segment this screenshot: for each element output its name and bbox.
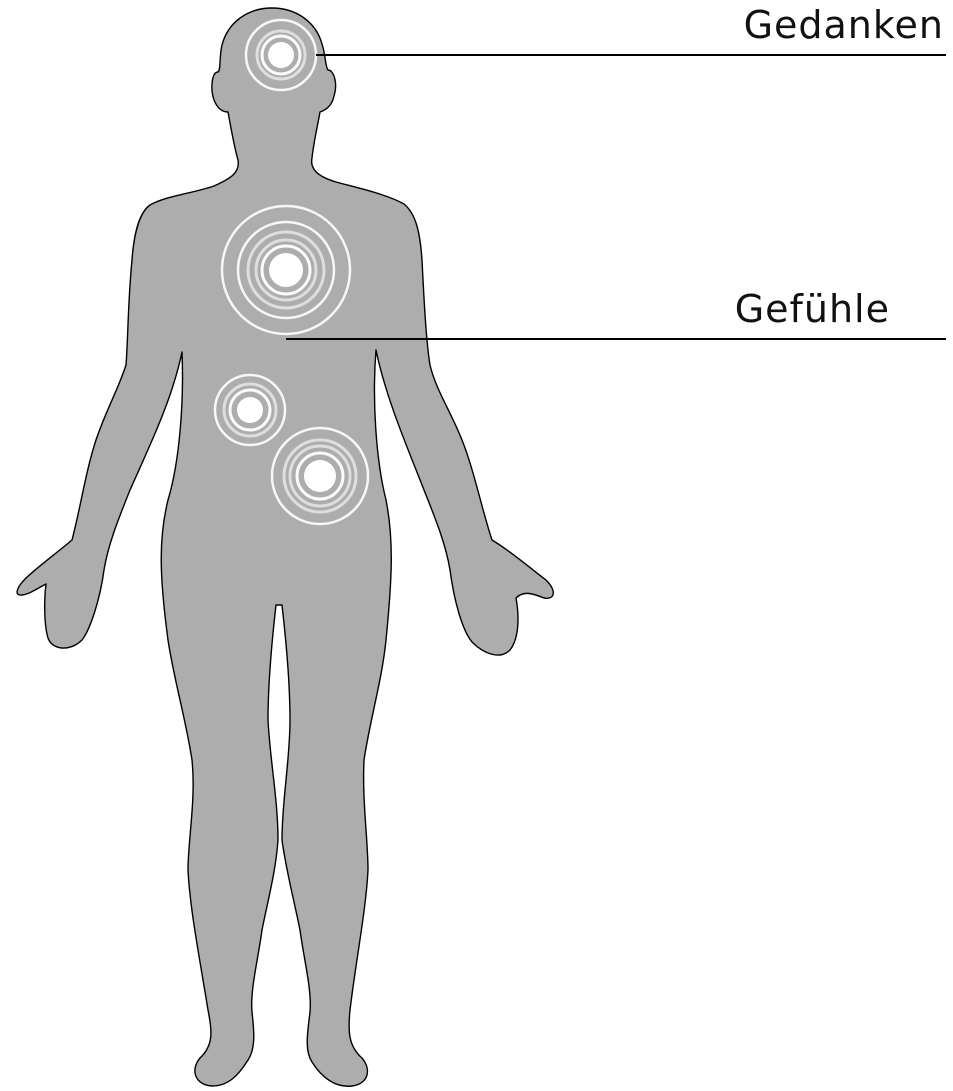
feelings-label: Gefühle xyxy=(735,287,890,331)
thoughts-label: Gedanken xyxy=(744,3,944,47)
head-glow-icon xyxy=(246,20,316,90)
human-silhouette xyxy=(17,8,553,1086)
abdomen-left-glow-icon xyxy=(215,375,285,445)
